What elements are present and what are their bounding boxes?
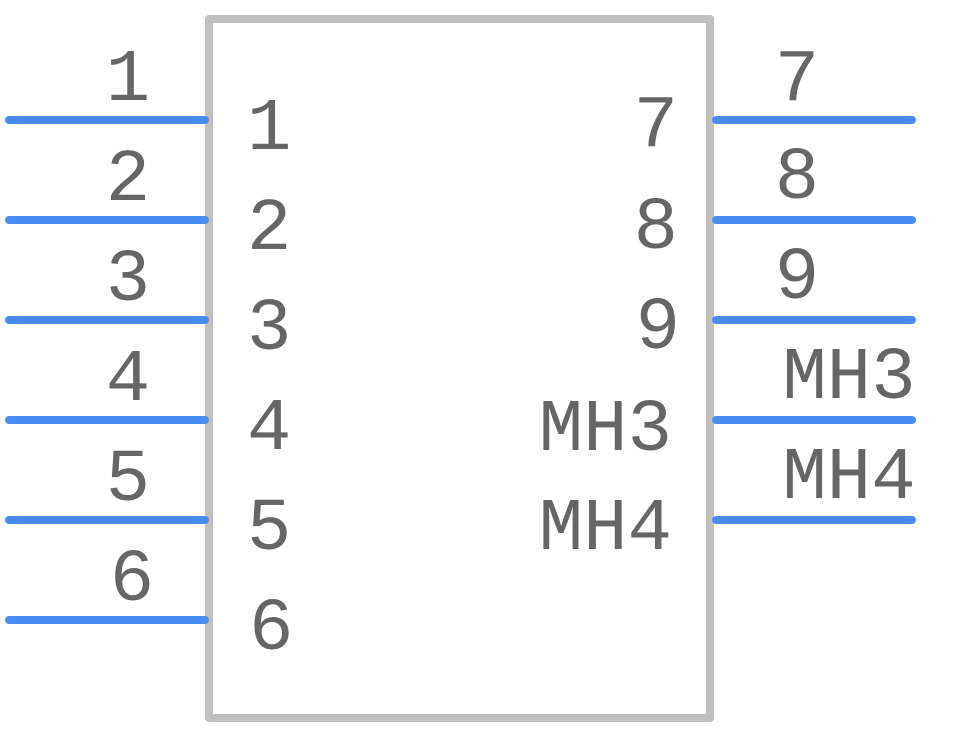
right-pin-7: 7 7 bbox=[634, 39, 916, 169]
pin-name: 5 bbox=[247, 488, 291, 572]
pin-number: 4 bbox=[106, 339, 150, 423]
pin-number: 7 bbox=[775, 39, 819, 123]
pin-name: MH3 bbox=[539, 389, 672, 473]
left-pin-4: 4 4 bbox=[5, 339, 291, 472]
component-body bbox=[205, 15, 714, 722]
pin-name: 8 bbox=[634, 187, 678, 271]
pin-name: MH4 bbox=[539, 488, 672, 572]
right-pin-mh4: MH4 MH4 bbox=[539, 437, 916, 572]
right-pin-8: 8 8 bbox=[634, 137, 916, 271]
pin-number: MH4 bbox=[782, 437, 915, 521]
left-pin-1: 1 1 bbox=[5, 39, 291, 172]
left-pin-2: 2 2 bbox=[5, 139, 291, 272]
pin-name: 3 bbox=[247, 288, 291, 372]
pin-number: 6 bbox=[110, 539, 154, 623]
right-pin-9: 9 9 bbox=[636, 237, 916, 371]
left-pin-6: 6 6 bbox=[5, 539, 293, 672]
pin-number: 2 bbox=[106, 139, 150, 223]
pin-number: 5 bbox=[106, 439, 150, 523]
left-pin-5: 5 5 bbox=[5, 439, 291, 572]
right-pin-mh3: MH3 MH3 bbox=[539, 337, 916, 473]
pin-number: MH3 bbox=[782, 337, 915, 421]
pin-name: 6 bbox=[249, 588, 293, 672]
pin-number: 8 bbox=[775, 137, 819, 221]
pin-name: 9 bbox=[636, 287, 680, 371]
pin-name: 1 bbox=[247, 88, 291, 172]
pin-name: 4 bbox=[247, 388, 291, 472]
pin-name: 2 bbox=[247, 188, 291, 272]
pin-number: 1 bbox=[106, 39, 150, 123]
left-pin-3: 3 3 bbox=[5, 239, 291, 372]
pin-number: 3 bbox=[106, 239, 150, 323]
pin-name: 7 bbox=[634, 85, 678, 169]
pin-number: 9 bbox=[775, 237, 819, 321]
